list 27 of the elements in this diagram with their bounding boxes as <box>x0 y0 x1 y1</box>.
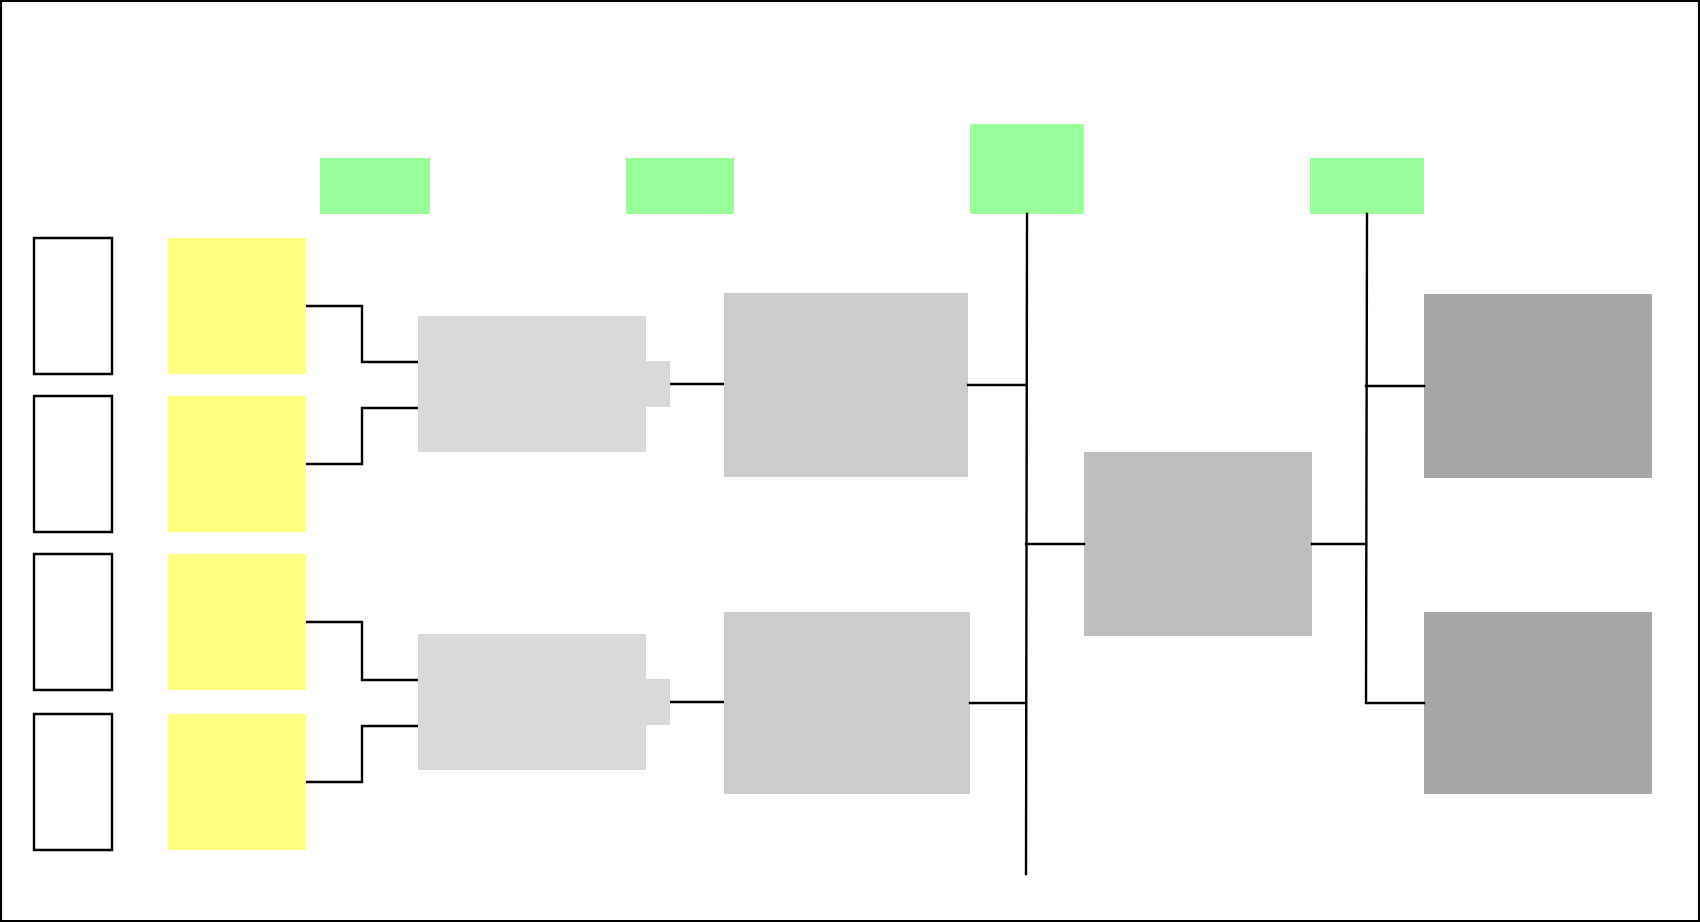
header-box <box>1310 158 1424 214</box>
outlined-box <box>32 552 114 692</box>
elbow-connector <box>306 620 418 682</box>
elbow-connector <box>306 304 418 364</box>
source-box <box>168 238 306 374</box>
outlined-box <box>32 712 114 852</box>
header-box <box>626 158 734 214</box>
hub-box <box>1084 452 1312 636</box>
outlined-box <box>32 394 114 534</box>
source-box <box>168 396 306 532</box>
source-box <box>168 714 306 850</box>
elbow-connector <box>306 406 418 466</box>
tabbed-box <box>418 316 670 452</box>
output-box <box>1424 294 1652 478</box>
tabbed-box <box>418 634 670 770</box>
connector-line <box>670 382 724 386</box>
process-box <box>724 612 970 794</box>
header-box <box>320 158 430 214</box>
source-box <box>168 554 306 690</box>
output-box <box>1424 612 1652 794</box>
process-box <box>724 293 968 477</box>
bus-line <box>966 212 1086 876</box>
connector-line <box>670 700 724 704</box>
outlined-box <box>32 236 114 376</box>
header-box <box>970 124 1084 214</box>
bus-line <box>1310 212 1426 705</box>
elbow-connector <box>306 724 418 784</box>
